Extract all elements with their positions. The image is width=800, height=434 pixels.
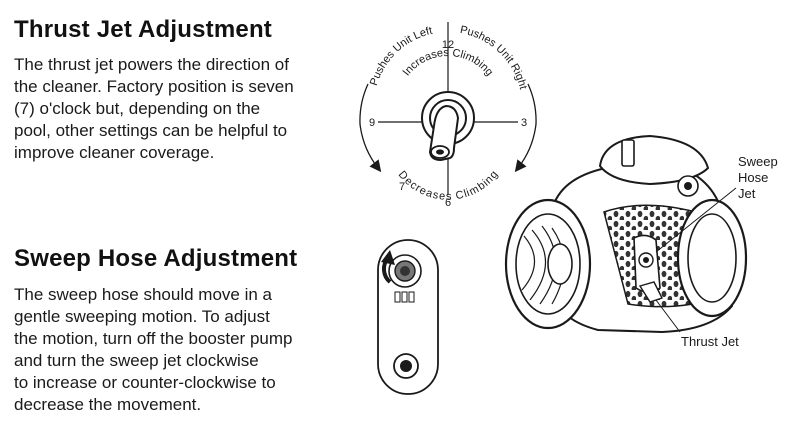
sweep-line-2: gentle sweeping motion. To adjust xyxy=(14,307,270,326)
sweep-line-4: and turn the sweep jet clockwise xyxy=(14,351,259,370)
thrust-line-2: the cleaner. Factory position is seven xyxy=(14,77,294,96)
left-wheel-hub xyxy=(547,243,573,285)
dial-number-6: 6 xyxy=(445,197,451,209)
thrust-line-3: (7) o'clock but, depending on the xyxy=(14,99,261,118)
thrust-jet-dial xyxy=(359,22,537,195)
thrust-line-1: The thrust jet powers the direction of xyxy=(14,55,289,74)
cleaner-labels: Sweep Hose Jet Thrust Jet xyxy=(681,154,778,349)
dial-number-7: 7 xyxy=(399,181,405,193)
sweep-vent-slots xyxy=(394,291,415,303)
sweep-line-6: decrease the movement. xyxy=(14,395,202,414)
sweep-line-5: to increase or counter-clockwise to xyxy=(14,373,276,392)
right-arrow-icon xyxy=(514,83,537,173)
sweep-leader-line xyxy=(655,187,737,253)
thrust-nozzle-icon xyxy=(421,91,475,162)
thrust-jet-nozzle-icon xyxy=(638,281,663,303)
thrust-jet-title: Thrust Jet Adjustment xyxy=(14,16,272,43)
sweep-label-line-1: Sweep xyxy=(738,154,778,169)
thrust-leader-line xyxy=(655,299,681,333)
thrust-jet-description: The thrust jet powers the direction of t… xyxy=(14,54,314,164)
pushes-left-label: Pushes Unit Left xyxy=(368,25,433,87)
pool-cleaner-illustration xyxy=(504,134,748,334)
pushes-left-text: Pushes Unit Left xyxy=(368,25,433,87)
sweep-outlet-icon xyxy=(400,360,412,372)
sweep-line-1: The sweep hose should move in a xyxy=(14,285,272,304)
right-wheel-rim xyxy=(687,213,737,303)
dial-number-9: 9 xyxy=(369,117,375,129)
sweep-label-line-3: Jet xyxy=(738,186,756,201)
sweep-hose-title: Sweep Hose Adjustment xyxy=(14,245,298,272)
hose-connector xyxy=(621,139,635,167)
dial-number-12: 12 xyxy=(442,39,454,51)
sweep-line-3: the motion, turn off the booster pump xyxy=(14,329,293,348)
sweep-hose-description: The sweep hose should move in a gentle s… xyxy=(14,284,314,416)
thrust-line-5: improve cleaner coverage. xyxy=(14,143,215,162)
thrust-jet-label: Thrust Jet xyxy=(681,334,739,349)
left-wheel-tread xyxy=(521,225,565,305)
left-arrow-icon xyxy=(359,83,382,173)
thrust-line-4: pool, other settings can be helpful to xyxy=(14,121,288,140)
sweep-label-line-2: Hose xyxy=(738,170,768,185)
dial-number-3: 3 xyxy=(521,117,527,129)
sweep-hose-control xyxy=(377,239,439,395)
